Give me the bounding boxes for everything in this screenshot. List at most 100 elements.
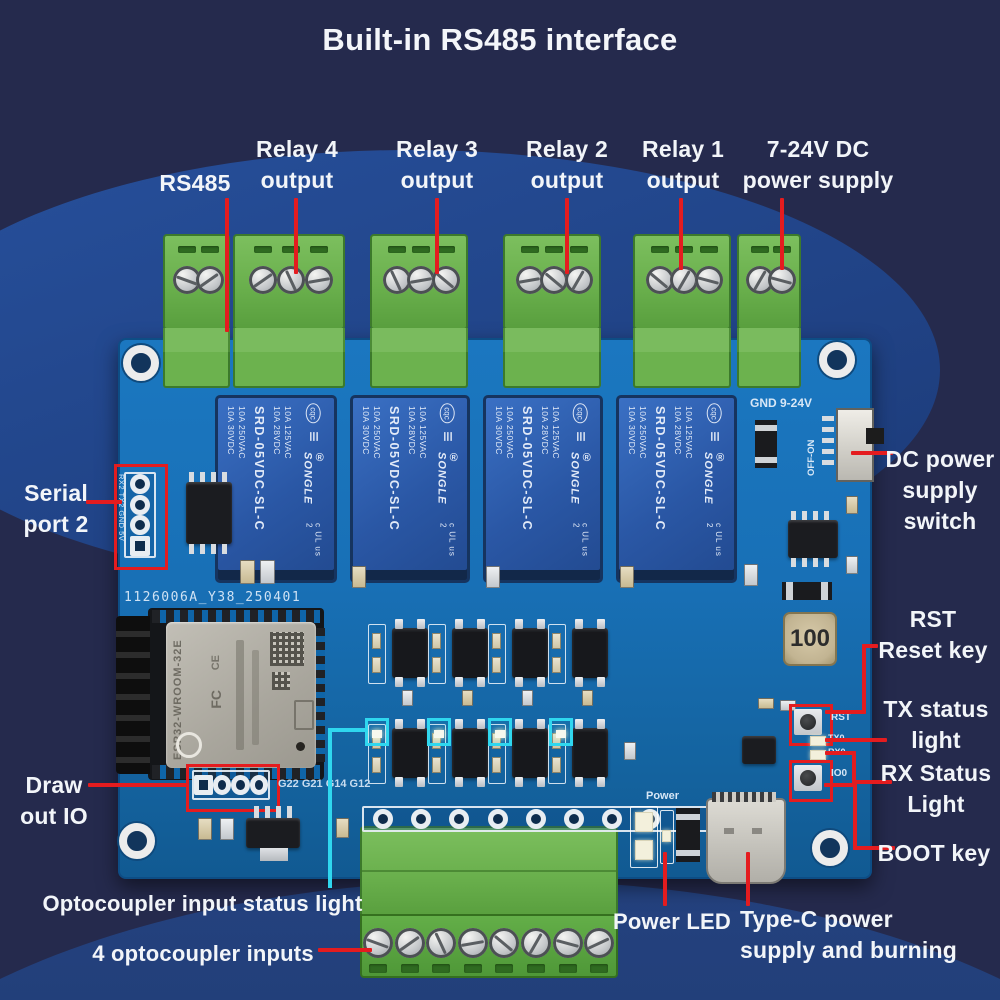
relay-model: SRD-05VDC-SL-C xyxy=(252,406,266,532)
terminal-slot xyxy=(400,964,419,973)
relay-logo-stripes: ≡ xyxy=(303,431,324,442)
screw-slot xyxy=(307,277,330,284)
optocoupler-pin xyxy=(477,619,485,629)
relay-rating2: 10A 125VAC 10A 28VDC xyxy=(673,406,694,460)
label-line: RS485 xyxy=(159,170,231,196)
rx-status-led xyxy=(810,750,826,760)
mounting-hole-bottom-left xyxy=(119,823,155,859)
terminal-slot xyxy=(545,246,563,253)
opto-status-led-highlight xyxy=(488,718,512,746)
resistor xyxy=(552,657,561,673)
terminal-body xyxy=(233,352,345,388)
terminal-slot xyxy=(650,246,669,253)
resistor xyxy=(492,633,501,649)
optocoupler-pin xyxy=(395,719,403,729)
relay-rating2: 10A 125VAC 10A 28VDC xyxy=(540,406,561,460)
screw-slot xyxy=(518,277,541,284)
screw-slot xyxy=(555,938,579,948)
diode-band xyxy=(676,814,700,820)
callout-label-tx: TX status light xyxy=(872,694,1000,756)
relay-cqc-mark: cqc xyxy=(305,403,321,424)
soic-right-pins-top xyxy=(791,511,835,520)
terminal-slot xyxy=(558,964,577,973)
passive-component xyxy=(486,566,500,588)
relay-logo-stripes: ≡ xyxy=(570,431,591,442)
header-pad xyxy=(130,474,150,495)
optocoupler-pin xyxy=(455,719,463,729)
label-line: Relay 4 xyxy=(256,136,338,162)
callout-label-dc-switch: DC power supply switch xyxy=(878,444,1000,537)
header-pad xyxy=(249,775,268,795)
screw-slot xyxy=(390,269,403,291)
callout-label-draw-io: Draw out IO xyxy=(12,770,96,832)
optocoupler-pin xyxy=(575,619,583,629)
resistor xyxy=(552,757,561,773)
resistor-strip xyxy=(488,624,506,684)
tx-status-led xyxy=(810,736,826,746)
esp32-antenna xyxy=(116,616,150,774)
soic-chip-left xyxy=(186,482,232,544)
optocoupler-pin xyxy=(515,619,523,629)
terminal-body xyxy=(370,352,468,388)
terminal-slot xyxy=(369,964,387,973)
terminal-screw xyxy=(515,266,544,294)
label-line: 7-24V DC xyxy=(766,136,870,162)
optocoupler-pin xyxy=(477,719,485,729)
opto-status-led xyxy=(372,730,382,738)
resistor xyxy=(432,757,441,773)
opto-status-led-highlight xyxy=(365,718,389,746)
relay-brand: ® SONGLE xyxy=(301,452,326,505)
callout-label-rx: RX Status Light xyxy=(872,758,1000,820)
relay-brand: ® SONGLE xyxy=(568,452,593,505)
screw-slot xyxy=(676,270,691,291)
terminal-screw xyxy=(694,266,723,294)
terminal-slot xyxy=(200,246,219,253)
terminal-screw xyxy=(489,928,520,958)
optocoupler-pin xyxy=(417,677,425,687)
terminal-slot xyxy=(436,246,455,253)
relay-model: SRD-05VDC-SL-C xyxy=(387,406,401,532)
callout-label-rs485: RS485 xyxy=(150,168,240,199)
callout-line-rx-b xyxy=(852,751,856,784)
callout-line-tx xyxy=(825,738,887,742)
terminal-block-relay3-output xyxy=(370,234,468,388)
passive-component xyxy=(198,818,212,840)
resistor xyxy=(432,633,441,649)
label-line: BOOT key xyxy=(877,840,991,866)
terminal-screw xyxy=(540,266,568,294)
label-line: Light xyxy=(907,791,965,817)
power-led xyxy=(635,812,653,832)
terminal-slot xyxy=(412,246,430,253)
terminal-body xyxy=(737,352,801,388)
label-line: supply and burning xyxy=(740,937,957,963)
screw-slot xyxy=(571,270,585,291)
type-c-contact xyxy=(752,828,762,834)
regulator-pins xyxy=(254,806,294,820)
callout-line-opto-status-h xyxy=(328,728,368,732)
callout-line-power-led xyxy=(663,852,667,906)
passive-component xyxy=(336,818,349,838)
optocoupler-pin xyxy=(597,619,605,629)
label-line: light xyxy=(911,727,961,753)
label-line: output xyxy=(530,167,604,193)
passive-component xyxy=(624,742,636,760)
soic-chip-right xyxy=(788,520,838,558)
header-pad xyxy=(194,775,213,795)
optocoupler-pin xyxy=(417,777,425,787)
terminal-slot xyxy=(432,964,451,973)
relay-ul-mark: c UL us 2 xyxy=(705,523,723,558)
callout-line-opto-status-v xyxy=(328,728,332,888)
optocoupler-chip xyxy=(392,619,428,687)
passive-component xyxy=(462,690,473,706)
esp32-pins-top xyxy=(152,610,320,623)
mounting-hole-bottom-right xyxy=(812,830,848,866)
terminal-screw xyxy=(521,928,551,958)
esp32-label-bar2 xyxy=(252,650,259,745)
relay-rating1: 10A 250VAC 10A 30VDC xyxy=(226,406,247,460)
callout-line-rx-c xyxy=(852,780,892,784)
passive-component xyxy=(744,564,758,586)
esp32-ce-mark: CE xyxy=(210,655,222,671)
terminal-slot xyxy=(387,246,406,253)
